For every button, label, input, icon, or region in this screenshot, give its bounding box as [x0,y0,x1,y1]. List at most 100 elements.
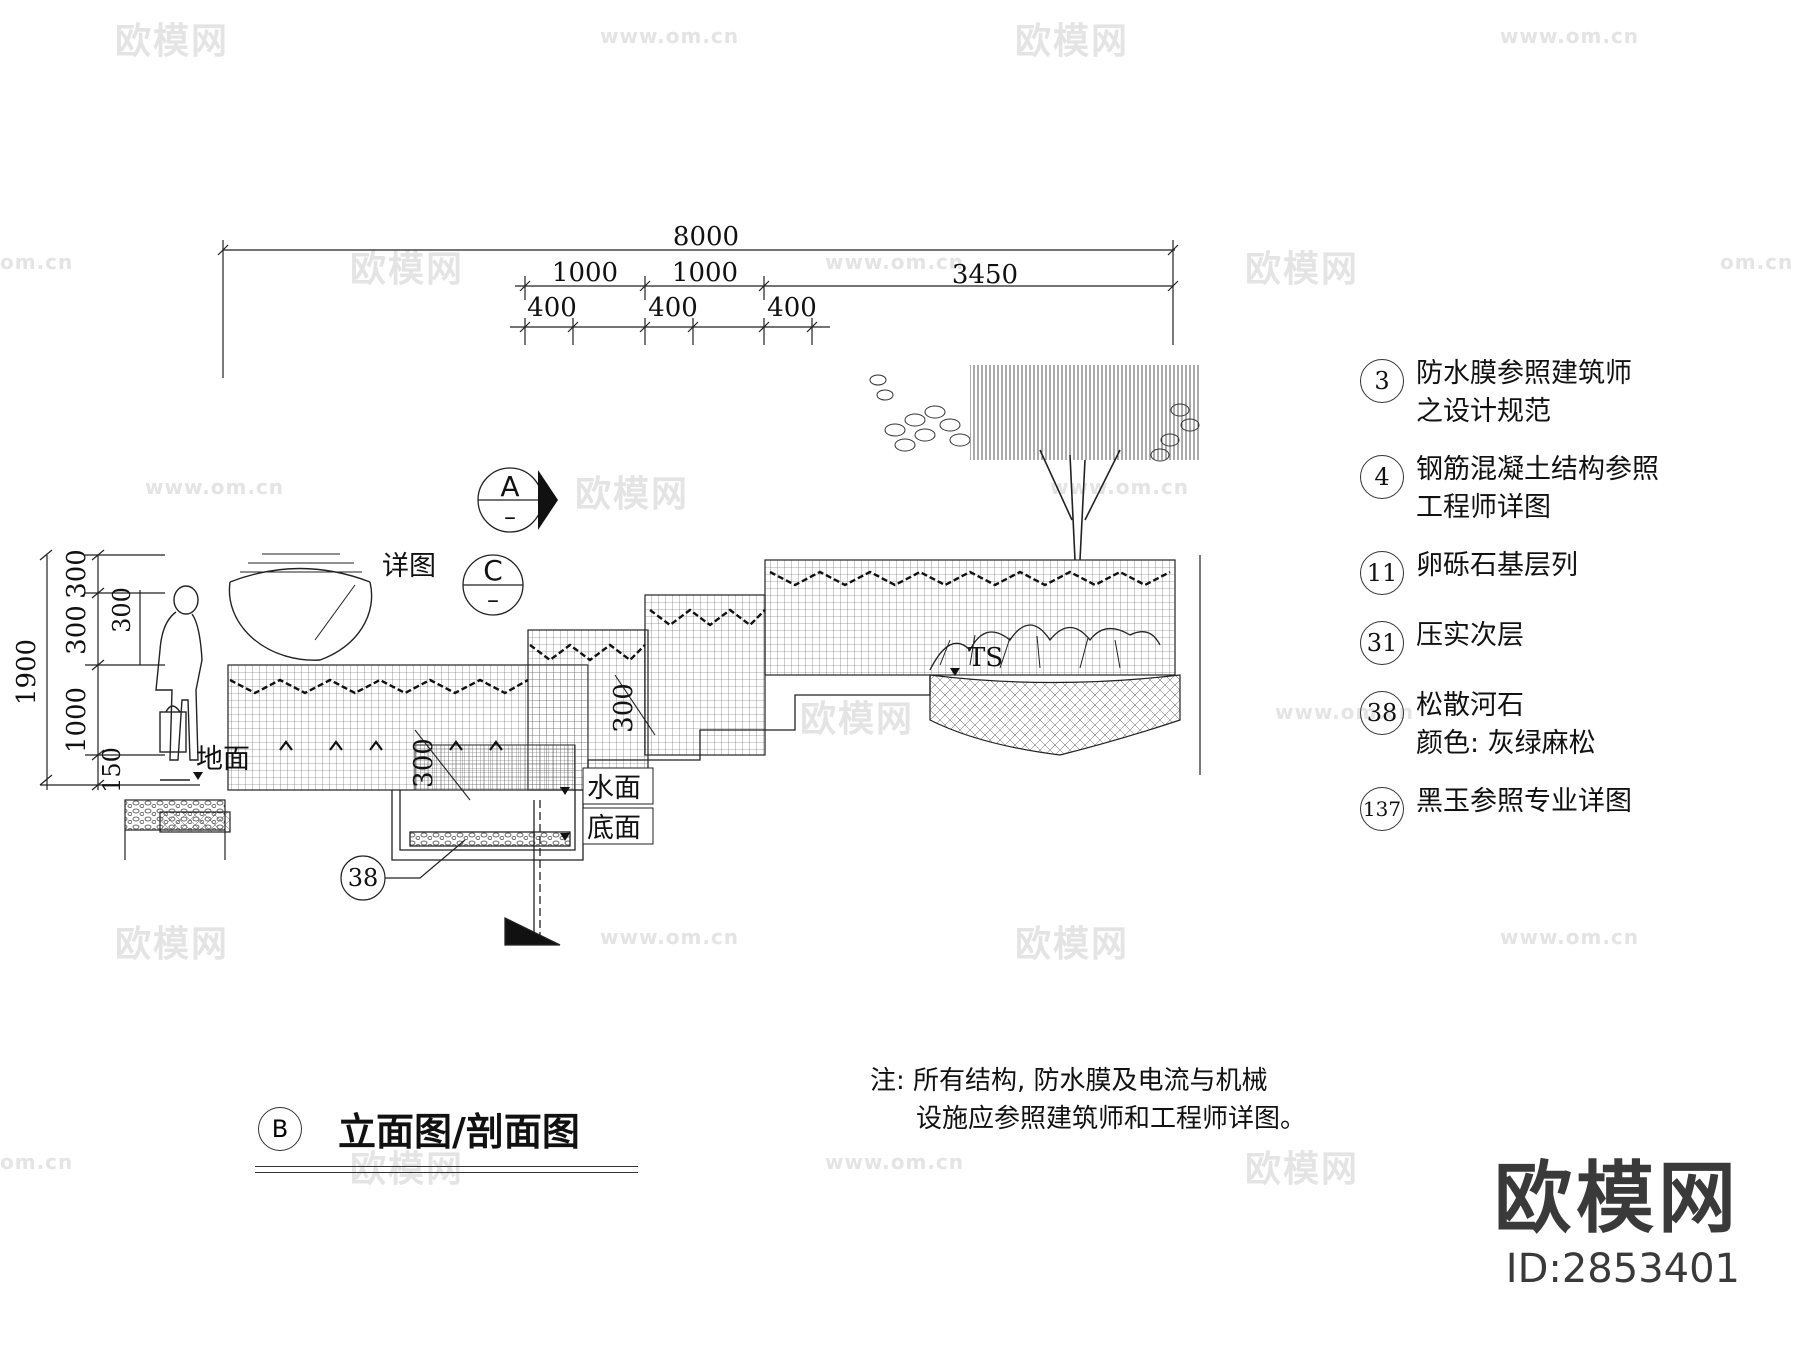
drawing-title-text: 立面图/剖面图 [338,1110,580,1154]
legend-line: 之设计规范 [1416,396,1551,427]
title-underline [255,1172,638,1173]
detail-marker-c [462,554,524,616]
dimension-upper: 3450 [952,260,1018,290]
legend-line: 工程师详图 [1416,492,1551,523]
dimension-left-total: 1900 [12,639,42,705]
section-marker-a-sheet: – [504,503,516,531]
dimension-chain-top [217,240,1179,378]
drawing-title-badge: B [258,1107,302,1151]
dimension-inner: 300 [108,587,136,633]
legend-line: 防水膜参照建筑师 [1416,358,1632,389]
watermark-logo: 欧模网 [1245,1149,1360,1190]
section-marker-a [477,467,558,533]
watermark-logo: 欧模网 [1015,924,1130,965]
dimension-lower: 400 [648,293,698,323]
watermark-logo: 欧模网 [1015,21,1130,62]
watermark-logo: 欧模网 [350,249,465,290]
dimension-chain-left [39,549,200,791]
watermark-logo: 欧模网 [350,1149,465,1190]
foundation-edge [587,675,931,790]
watermark-logo: 欧模网 [115,21,230,62]
legend-line: 钢筋混凝土结构参照 [1416,454,1659,485]
watermark-logo: 欧模网 [800,699,915,740]
bottom-label: 底面 [587,813,641,844]
watermark-url: www.om.cn [825,250,965,274]
legend: 3 防水膜参照建筑师 之设计规范 4 钢筋混凝土结构参照 工程师详图 11 卵砾… [1360,355,1780,853]
legend-text: 钢筋混凝土结构参照 工程师详图 [1416,451,1659,527]
title-underline [255,1166,638,1167]
legend-line: 黑玉参照专业详图 [1416,786,1632,817]
legend-number: 38 [1360,691,1404,735]
brand-id: ID:2853401 [1505,1246,1740,1292]
dimension-inner: 300 [609,683,639,733]
legend-text: 卵砾石基层列 [1416,547,1578,585]
bottom-level-marker [560,807,654,845]
legend-number: 137 [1360,787,1404,831]
watermark-logo: 欧模网 [575,474,690,515]
dimension-left: 300 [62,549,92,599]
water-level-marker [560,767,654,805]
legend-text: 黑玉参照专业详图 [1416,783,1632,821]
callout-38-label: 38 [348,864,379,892]
dimension-upper: 1000 [672,258,738,288]
watermark-url: www.om.cn [1050,475,1190,499]
watermark-url: om.cn [0,1150,74,1174]
legend-line: 颜色: 灰绿麻松 [1416,728,1596,759]
ts-level-marker [950,668,960,676]
general-note: 注: 所有结构, 防水膜及电流与机械 设施应参照建筑师和工程师详图。 [870,1062,1306,1138]
legend-text: 松散河石 颜色: 灰绿麻松 [1416,687,1596,763]
brand-watermark: 欧模网 ID:2853401 [1494,1160,1740,1292]
legend-line: 压实次层 [1416,620,1524,651]
note-line-2: 设施应参照建筑师和工程师详图。 [916,1104,1307,1134]
dimension-left: 300 [62,605,92,655]
legend-number: 31 [1360,621,1404,665]
watermark-url: www.om.cn [1500,925,1640,949]
dimension-lower: 400 [527,293,577,323]
callout-38 [340,839,466,901]
watermark-url: www.om.cn [600,24,740,48]
legend-item: 38 松散河石 颜色: 灰绿麻松 [1360,687,1780,763]
planting-bed [929,624,1181,756]
legend-line: 卵砾石基层列 [1416,550,1578,581]
legend-item: 31 压实次层 [1360,617,1780,667]
water-pool [391,790,584,946]
detail-marker-c-sheet: – [487,586,499,614]
detail-label: 详图 [382,551,436,582]
ts-label: TS [968,643,1003,673]
legend-number: 3 [1360,359,1404,403]
section-marker-a-label: A [500,470,519,503]
dimension-inner: 300 [409,738,439,788]
detail-marker-c-label: C [483,554,503,587]
tree [869,365,1200,561]
legend-item: 11 卵砾石基层列 [1360,547,1780,597]
stepped-wall [227,559,1176,791]
dimension-upper: 1000 [552,258,618,288]
legend-number: 11 [1360,551,1404,595]
brand-name: 欧模网 [1493,1154,1740,1244]
watermark-url: om.cn [0,250,74,274]
note-line-1: 注: 所有结构, 防水膜及电流与机械 [870,1066,1268,1096]
water-label: 水面 [587,773,641,804]
legend-number: 4 [1360,455,1404,499]
watermark-logo: 欧模网 [115,924,230,965]
dimension-total: 8000 [673,222,739,252]
sphere-planter [228,553,373,661]
ground-label: 地面 [196,744,250,775]
watermark-url: www.om.cn [1500,24,1640,48]
watermark-url: www.om.cn [145,475,285,499]
dimension-lower: 400 [767,293,817,323]
inner-dim-lines [414,674,656,801]
watermark-url: www.om.cn [600,925,740,949]
dimension-left: 1000 [62,687,92,753]
watermark-url: om.cn [1720,250,1794,274]
legend-item: 137 黑玉参照专业详图 [1360,783,1780,833]
legend-line: 松散河石 [1416,690,1524,721]
legend-text: 防水膜参照建筑师 之设计规范 [1416,355,1632,431]
legend-text: 压实次层 [1416,617,1524,655]
watermark-url: www.om.cn [825,1150,965,1174]
legend-item: 3 防水膜参照建筑师 之设计规范 [1360,355,1780,431]
paving-base [124,799,231,860]
ground-level-marker [193,772,203,780]
legend-item: 4 钢筋混凝土结构参照 工程师详图 [1360,451,1780,527]
